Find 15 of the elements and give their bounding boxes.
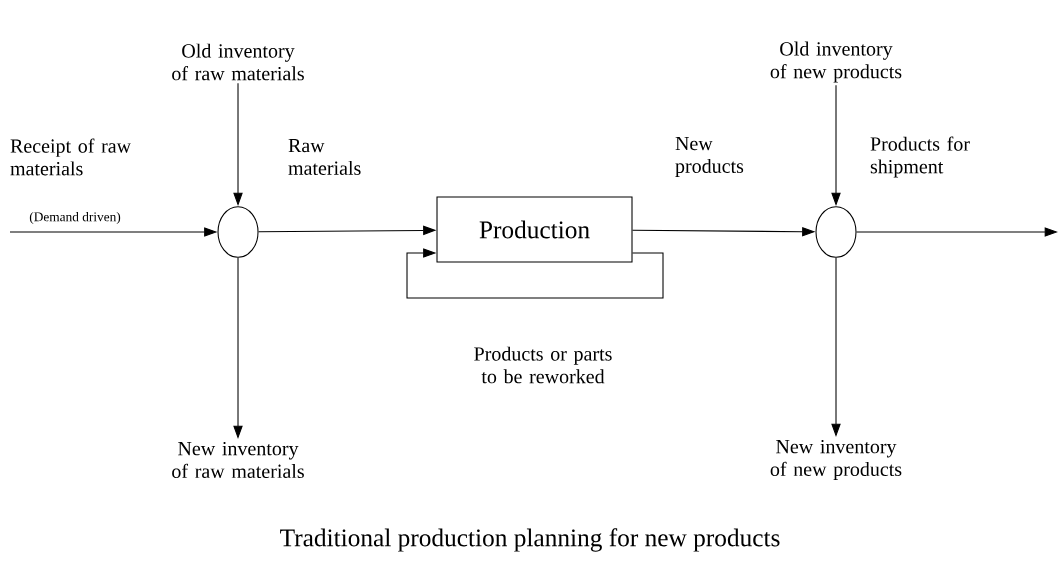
inventory-text: New inventory of new products xyxy=(770,439,902,481)
feedback-arrow xyxy=(406,248,664,299)
inventory-text: New inventory of raw materials xyxy=(172,441,304,479)
inventory-text: Old inventory of raw materials xyxy=(172,43,304,81)
junction-circle xyxy=(815,206,857,258)
caption: Traditional production planning for new products xyxy=(280,528,780,552)
edge-label: Receipt of raw materials xyxy=(10,138,131,176)
inventory-text: Old inventory of new products xyxy=(770,41,902,83)
edge-label: Products for shipment xyxy=(870,136,970,178)
process-box: Production xyxy=(436,196,633,263)
edge-label: Raw materials xyxy=(288,139,361,175)
edge-label: Products or parts to be reworked xyxy=(474,346,612,384)
edge-label: New products xyxy=(675,137,744,177)
junction-circle xyxy=(217,206,259,258)
note-text: (Demand driven) xyxy=(29,211,121,225)
